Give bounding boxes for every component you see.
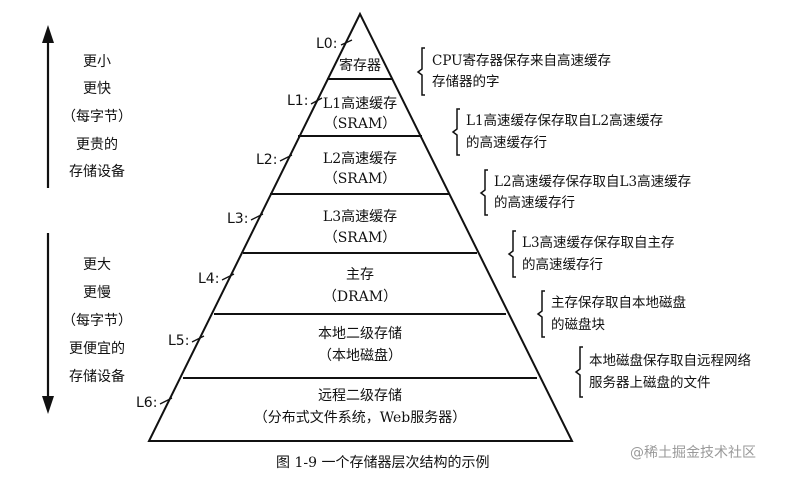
desc-l2-line1: L2高速缓存保存取自L3高速缓存 [494,174,692,190]
level-tag-l2: L2: [256,152,278,168]
left-label-slower-2: （每字节） [62,313,132,329]
desc-l4-line2: 的磁盘块 [551,317,605,333]
level-tick-l5 [191,335,205,343]
brace-l3 [507,230,516,278]
tier-l3-name: L3高速缓存 [322,209,398,225]
tier-l4-tech: （DRAM） [322,289,398,305]
level-tag-l0: L0: [316,36,338,52]
tier-l3-tech: （SRAM） [323,230,397,246]
level-tag-l6: L6: [136,395,158,411]
arrow-down-icon [42,396,54,414]
figure-caption: 图 1-9 一个存储器层次结构的示例 [276,455,490,471]
level-tick-l3 [250,213,264,221]
tier-l6-tech: （分布式文件系统，Web服务器） [253,410,467,426]
desc-l2-line2: 的高速缓存行 [494,195,575,211]
level-tag-l5: L5: [168,333,190,349]
tier-l0-name: 寄存器 [339,58,381,74]
tier-l1-tech: （SRAM） [323,116,397,132]
tier-l6-name: 远程二级存储 [318,388,402,404]
desc-l0-line1: CPU寄存器保存来自高速缓存 [432,53,612,69]
level-tick-l2 [279,154,293,162]
left-label-slower-3: 更便宜的 [69,341,125,357]
tier-l4-name: 主存 [346,267,374,283]
brace-l1 [451,108,460,156]
left-label-slower-1: 更慢 [83,285,111,301]
desc-l4-line1: 主存保存取自本地磁盘 [551,295,686,311]
desc-l1-line1: L1高速缓存保存取自L2高速缓存 [466,113,664,129]
tier-l1-name: L1高速缓存 [322,96,398,112]
desc-l1-line2: 的高速缓存行 [466,135,547,151]
left-label-faster-0: 更小 [83,54,111,70]
desc-l3-line1: L3高速缓存保存取自主存 [522,235,675,251]
tier-l5-tech: （本地磁盘） [318,348,402,364]
left-label-faster-1: 更快 [83,81,111,97]
left-label-faster-3: 更贵的 [76,137,118,153]
brace-l0 [416,47,425,96]
level-tick-l1 [310,97,323,105]
desc-l3-line2: 的高速缓存行 [522,257,603,273]
desc-l0-line2: 存储器的字 [432,74,500,90]
left-label-slower-4: 存储设备 [69,369,125,385]
left-label-faster-4: 存储设备 [69,164,125,180]
brace-l2 [479,169,488,216]
level-tick-l0 [340,39,353,46]
level-tag-l3: L3: [227,211,249,227]
level-tag-l1: L1: [287,93,309,109]
level-tick-l4 [221,273,235,281]
level-tag-l4: L4: [198,271,220,287]
tier-l5-name: 本地二级存储 [318,326,402,342]
level-tick-l6 [159,397,173,405]
tier-l2-name: L2高速缓存 [322,151,398,167]
tier-l2-tech: （SRAM） [323,171,397,187]
desc-l5-line2: 服务器上磁盘的文件 [589,375,711,391]
left-label-faster-2: （每字节） [62,109,132,125]
watermark: @稀土掘金技术社区 [630,445,756,461]
brace-l5 [574,346,583,398]
left-label-slower-0: 更大 [83,257,111,273]
desc-l5-line1: 本地磁盘保存取自远程网络 [589,353,751,369]
brace-l4 [536,290,545,338]
arrow-up-icon [42,25,54,43]
pyramid-outline [147,11,574,442]
